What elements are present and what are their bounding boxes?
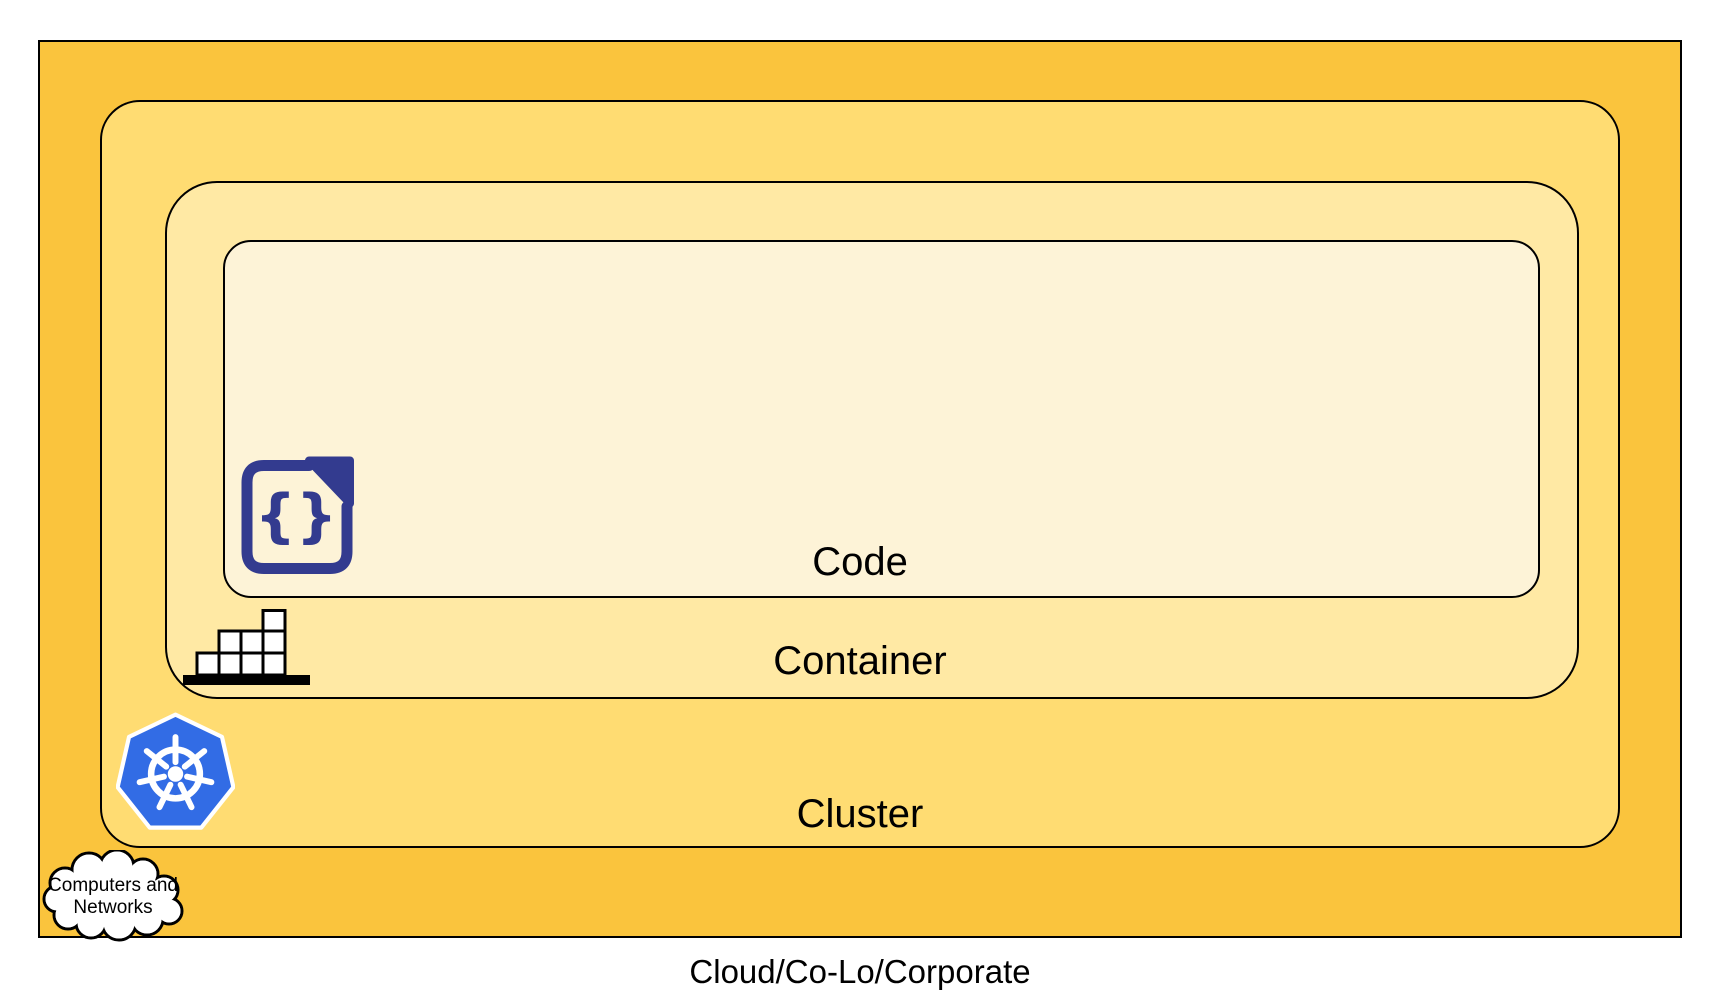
cloud-label-line1: Computers and: [48, 875, 178, 896]
code-layer-label: Code: [812, 540, 908, 584]
cloud-label-line2: Networks: [73, 897, 152, 918]
datacenter-label-line1: Cloud/Co-Lo/Corporate: [689, 953, 1031, 990]
kubernetes-wheel-hub: [167, 766, 184, 782]
code-layer-box: [223, 240, 1540, 598]
code-file-fold-edge: [305, 456, 354, 508]
cloud-fill: [45, 851, 181, 939]
datacenter-layer-label: Cloud/Co-Lo/Corporate Datacenter: [0, 864, 1720, 992]
container-box-mid-2: [239, 629, 265, 655]
container-layer-label: Container: [773, 639, 947, 683]
container-box-bot-3: [239, 651, 265, 677]
container-box-bot-1: [195, 651, 221, 677]
container-box-top: [261, 609, 287, 634]
container-box-bot-4: [261, 651, 287, 677]
computers-networks-cloud: Computers and Networks: [42, 850, 184, 942]
kubernetes-wheel-rim: [147, 746, 204, 802]
container-baseline-bar: [183, 675, 310, 685]
code-braces-glyph: {}: [255, 482, 338, 550]
kubernetes-icon: [116, 712, 235, 830]
code-file-icon: {}: [241, 456, 354, 574]
cluster-layer-label: Cluster: [796, 792, 924, 836]
container-box-mid-3: [261, 629, 287, 655]
code-file-outline: [241, 460, 353, 574]
container-box-bot-2: [217, 651, 243, 677]
container-box-mid-1: [217, 629, 243, 655]
container-stack-icon: [183, 609, 310, 685]
